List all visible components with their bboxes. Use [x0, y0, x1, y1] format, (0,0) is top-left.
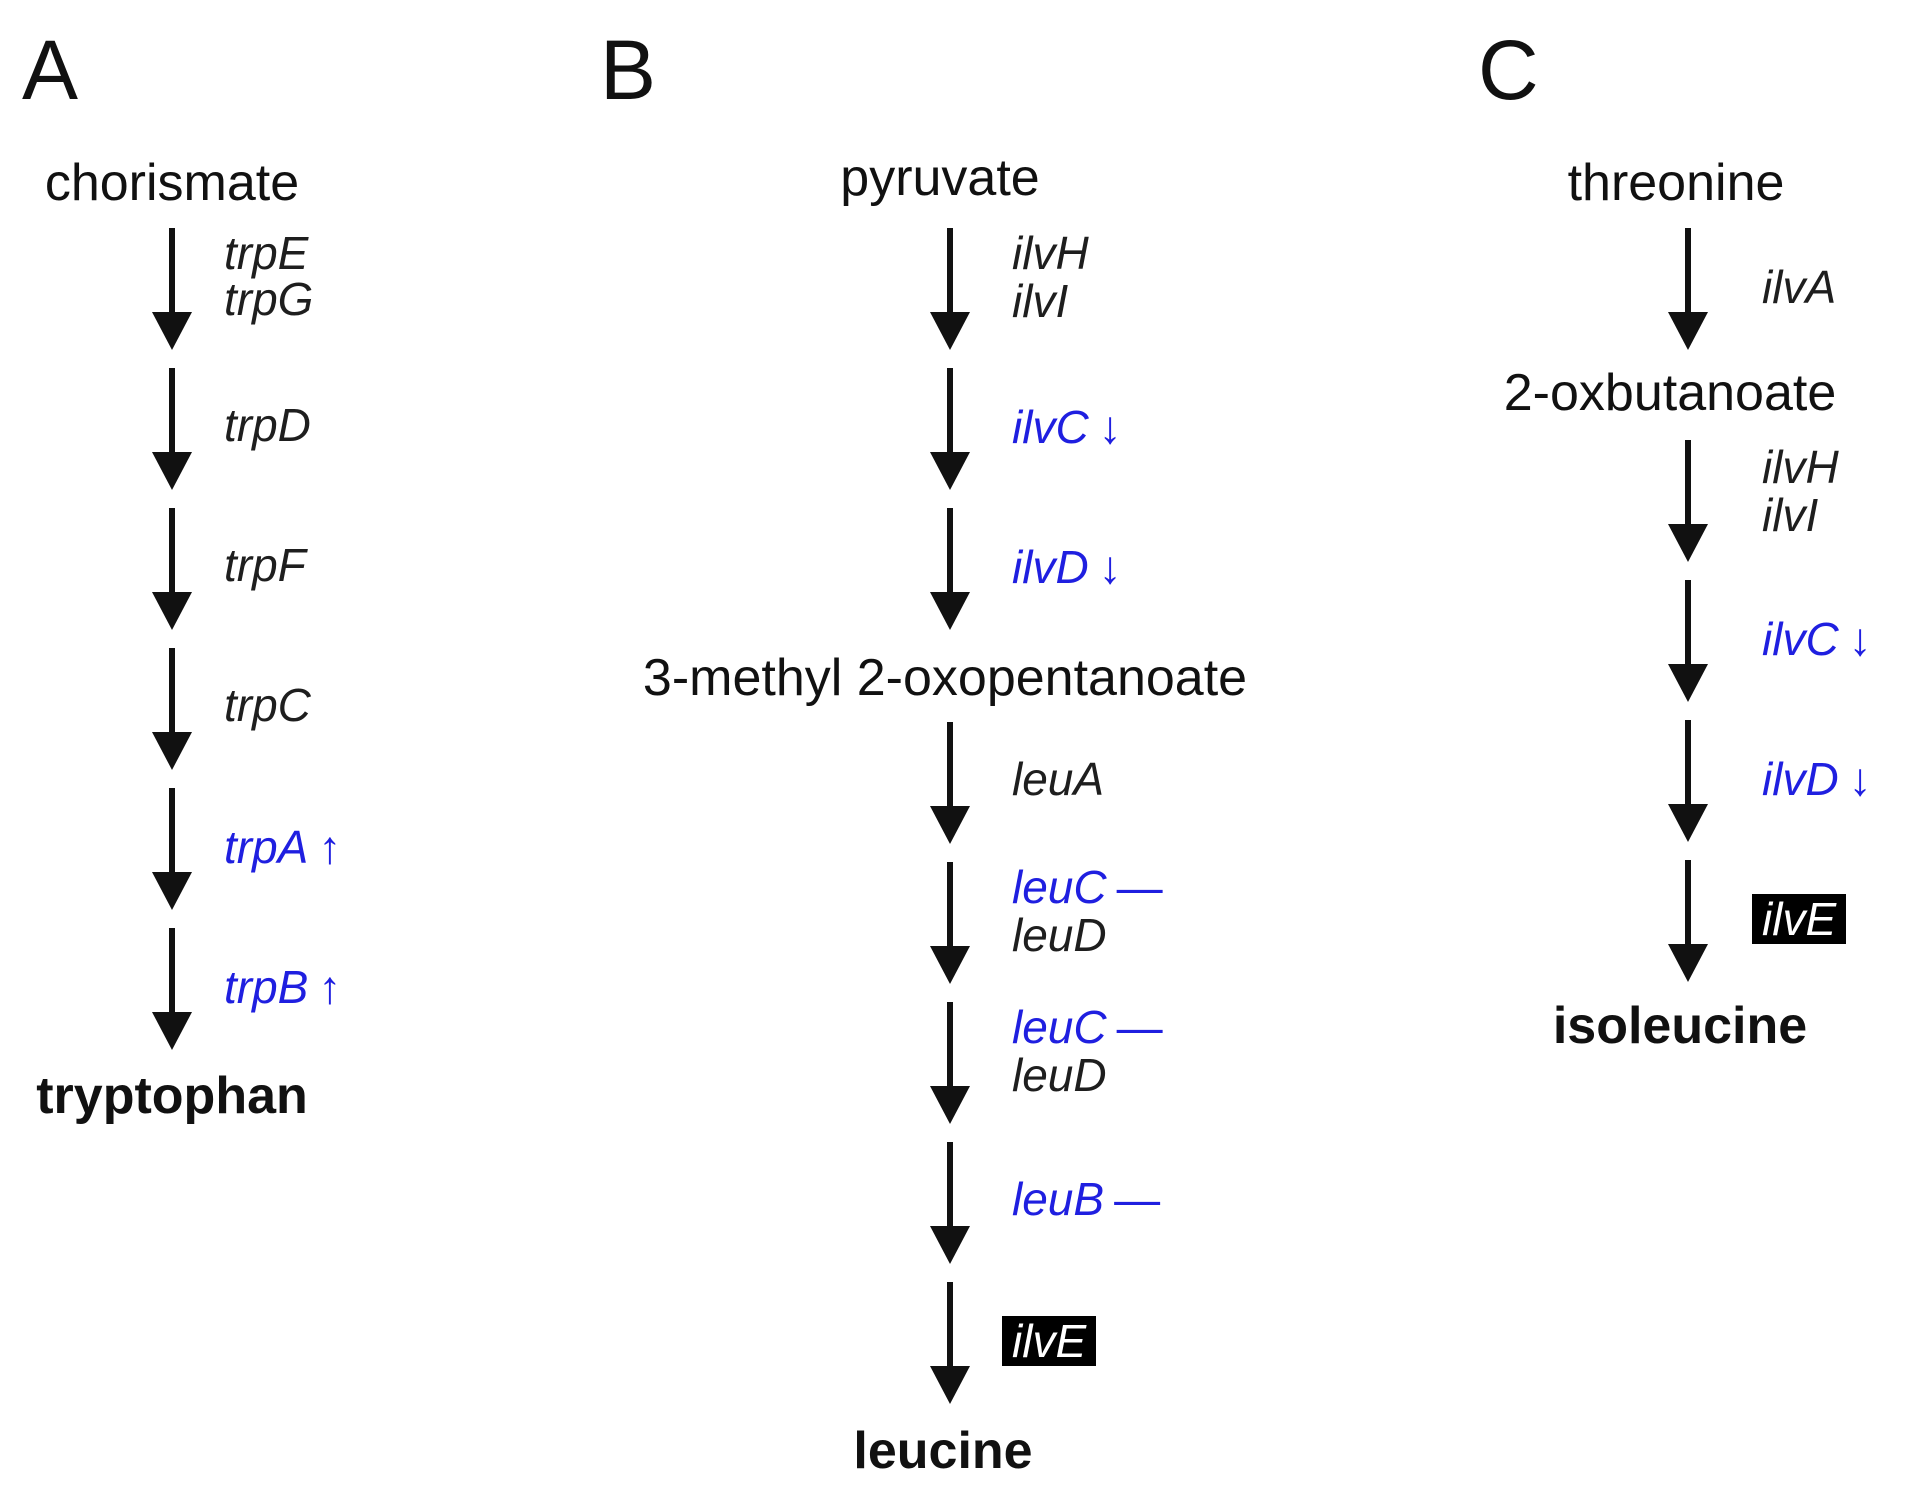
metabolite-leucine: leucine — [853, 1422, 1033, 1480]
pathway-arrow — [152, 928, 192, 1050]
pathway-arrow — [152, 368, 192, 490]
gene-label: leuA — [1012, 753, 1105, 805]
pathway-arrow — [930, 722, 970, 844]
pathway-arrow — [930, 228, 970, 350]
down-arrow-icon: ↓ — [1098, 401, 1122, 453]
dash-icon: — — [1116, 1001, 1163, 1053]
pathway-arrow — [152, 228, 192, 350]
pathway-arrow — [152, 508, 192, 630]
pathway-arrow — [930, 862, 970, 984]
gene-label: trpG — [224, 273, 314, 325]
gene-label: trpC — [224, 679, 311, 731]
gene-label: ilvC↓ — [1012, 401, 1122, 453]
pathway-arrow — [1668, 860, 1708, 982]
gene-label: ilvD↓ — [1762, 753, 1872, 805]
pathway-arrow — [152, 788, 192, 910]
gene-label: ilvA — [1762, 261, 1837, 313]
panel-label-a: A — [22, 23, 79, 117]
pathway-arrow — [1668, 580, 1708, 702]
gene-label: trpA↑ — [224, 821, 342, 873]
gene-label: trpF — [224, 539, 306, 591]
metabolite-threonine: threonine — [1567, 154, 1785, 212]
gene-label: trpE — [224, 227, 309, 279]
pathway-arrow — [930, 1002, 970, 1124]
gene-label: ilvI — [1762, 489, 1819, 541]
metabolite-pyruvate: pyruvate — [840, 149, 1040, 207]
gene-label: leuD — [1012, 909, 1107, 961]
pathway-arrow — [1668, 720, 1708, 842]
gene-label: ilvI — [1012, 275, 1069, 327]
dash-icon: — — [1116, 861, 1163, 913]
gene-label: trpD — [224, 399, 311, 451]
pathway-arrow — [1668, 440, 1708, 562]
metabolite-tryptophan: tryptophan — [36, 1067, 308, 1125]
gene-label: leuC— — [1012, 1001, 1163, 1053]
panel-label-b: B — [600, 23, 657, 117]
gene-label: ilvC↓ — [1762, 613, 1872, 665]
metabolite-2-oxbutanoate: 2-oxbutanoate — [1503, 364, 1837, 422]
panel-label-c: C — [1478, 23, 1539, 117]
metabolite-chorismate: chorismate — [44, 154, 300, 212]
gene-label-highlighted: ilvE — [1752, 894, 1847, 944]
up-arrow-icon: ↑ — [318, 961, 342, 1013]
gene-label: leuD — [1012, 1049, 1107, 1101]
gene-label: trpB↑ — [224, 961, 342, 1013]
gene-label: leuC— — [1012, 861, 1163, 913]
gene-label: leuB— — [1012, 1173, 1161, 1225]
down-arrow-icon: ↓ — [1848, 753, 1872, 805]
pathway-arrow — [1668, 228, 1708, 350]
gene-label: ilvH — [1012, 227, 1089, 279]
down-arrow-icon: ↓ — [1098, 541, 1122, 593]
pathway-arrow — [930, 368, 970, 490]
down-arrow-icon: ↓ — [1848, 613, 1872, 665]
pathway-arrow — [930, 508, 970, 630]
metabolite-isoleucine: isoleucine — [1552, 997, 1808, 1055]
pathway-arrow — [930, 1282, 970, 1404]
metabolite-3-methyl-2-oxopentanoate: 3-methyl 2-oxopentanoate — [642, 649, 1248, 707]
gene-label-highlighted: ilvE — [1002, 1316, 1097, 1366]
pathway-arrow — [152, 648, 192, 770]
pathway-arrow — [930, 1142, 970, 1264]
gene-label: ilvH — [1762, 441, 1839, 493]
gene-label: ilvD↓ — [1012, 541, 1122, 593]
up-arrow-icon: ↑ — [318, 821, 342, 873]
dash-icon: — — [1114, 1173, 1161, 1225]
